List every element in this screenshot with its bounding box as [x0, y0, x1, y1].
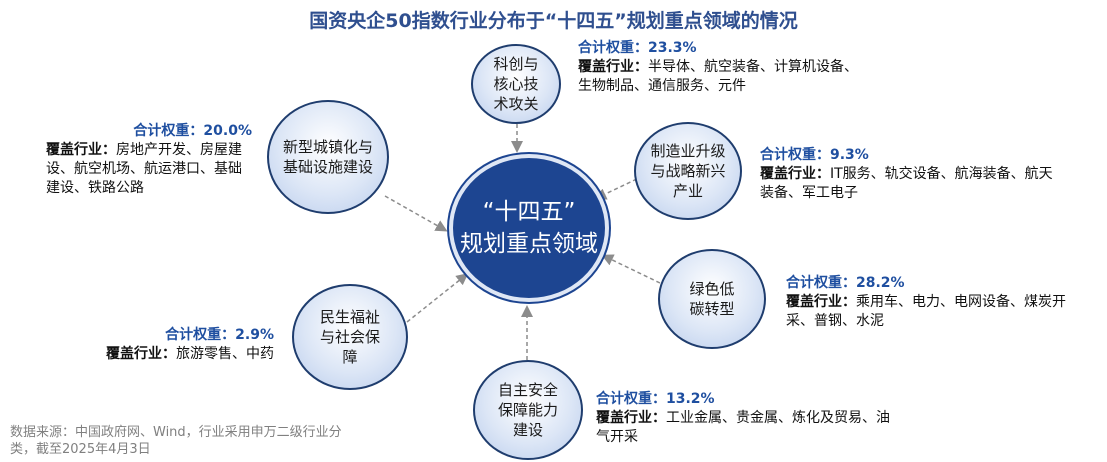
node-livelihood-label: 民生福祉与社会保障	[319, 307, 380, 367]
node-urbanization-label: 新型城镇化与基础设施建设	[283, 137, 374, 176]
industry-label: 覆盖行业：	[596, 410, 666, 426]
weight-value: 2.9%	[235, 327, 274, 343]
node-green-label: 绿色低碳转型	[689, 279, 735, 318]
node-tech-label: 科创与核心技术攻关	[493, 54, 539, 114]
weight-label: 合计权重：	[133, 123, 204, 139]
industry-list: IT服务、轨交设备、航海装备、航天装备、军工电子	[760, 166, 1053, 201]
node-manufacturing: 制造业升级与战略新兴产业	[634, 122, 742, 220]
info-urbanization: 合计权重：20.0% 覆盖行业：房地产开发、房屋建设、航空机场、航运港口、基础建…	[42, 122, 252, 198]
node-tech: 科创与核心技术攻关	[471, 44, 561, 124]
weight-label: 合计权重：	[165, 327, 236, 343]
industry-list: 房地产开发、房屋建设、航空机场、航运港口、基础建设、铁路公路	[46, 142, 242, 196]
info-livelihood: 合计权重：2.9% 覆盖行业：旅游零售、中药	[78, 326, 274, 364]
industry-list: 旅游零售、中药	[176, 346, 274, 362]
weight-label: 合计权重：	[578, 40, 648, 56]
page-title: 国资央企50指数行业分布于“十四五”规划重点领域的情况	[309, 10, 798, 32]
arrow-livelihood	[406, 273, 469, 323]
industry-list: 半导体、航空装备、计算机设备、生物制品、通信服务、元件	[578, 59, 858, 94]
industry-list: 工业金属、贵金属、炼化及贸易、油气开采	[596, 410, 890, 445]
weight-value: 20.0%	[203, 123, 252, 139]
info-green: 合计权重：28.2% 覆盖行业：乘用车、电力、电网设备、煤炭开采、普钢、水泥	[786, 274, 1082, 331]
center-node: “十四五” 规划重点领域	[449, 154, 609, 302]
node-urbanization: 新型城镇化与基础设施建设	[267, 100, 389, 214]
arrow-urbanization	[384, 195, 448, 232]
center-line-1: “十四五”	[482, 198, 576, 225]
info-manufacturing: 合计权重：9.3% 覆盖行业：IT服务、轨交设备、航海装备、航天装备、军工电子	[760, 146, 1060, 203]
weight-label: 合计权重：	[596, 391, 666, 407]
weight-value: 13.2%	[666, 391, 715, 407]
industry-label: 覆盖行业：	[786, 294, 856, 310]
industry-label: 覆盖行业：	[106, 346, 176, 362]
weight-value: 9.3%	[830, 147, 869, 163]
weight-label: 合计权重：	[760, 147, 830, 163]
info-security: 合计权重：13.2% 覆盖行业：工业金属、贵金属、炼化及贸易、油气开采	[596, 390, 892, 447]
info-tech: 合计权重：23.3% 覆盖行业：半导体、航空装备、计算机设备、生物制品、通信服务…	[578, 39, 868, 96]
node-security-label: 自主安全保障能力建设	[497, 380, 558, 440]
center-line-2: 规划重点领域	[460, 231, 598, 257]
industry-label: 覆盖行业：	[578, 59, 648, 75]
industry-label: 覆盖行业：	[760, 166, 830, 182]
node-security: 自主安全保障能力建设	[473, 360, 583, 460]
node-livelihood: 民生福祉与社会保障	[292, 284, 408, 390]
weight-value: 23.3%	[648, 40, 697, 56]
source-footnote: 数据来源：中国政府网、Wind，行业采用申万二级行业分类，截至2025年4月3日	[10, 425, 342, 457]
industry-label: 覆盖行业：	[46, 142, 116, 158]
industry-list: 乘用车、电力、电网设备、煤炭开采、普钢、水泥	[786, 294, 1066, 329]
node-green: 绿色低碳转型	[658, 249, 766, 349]
arrow-green	[601, 254, 661, 284]
weight-label: 合计权重：	[786, 275, 856, 291]
weight-value: 28.2%	[856, 275, 905, 291]
node-manufacturing-label: 制造业升级与战略新兴产业	[650, 141, 726, 201]
